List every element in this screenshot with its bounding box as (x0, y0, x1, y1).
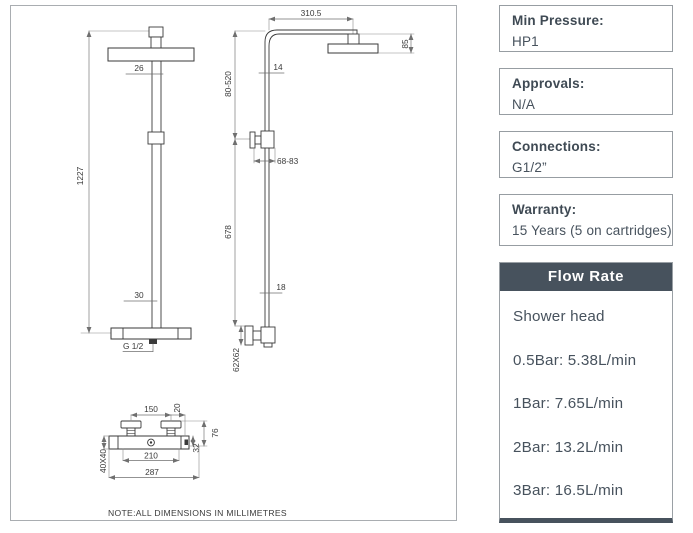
dim-lower-pipe: 30 (134, 290, 144, 300)
front-valve-outlet (149, 339, 157, 344)
dim-upper-pipe: 26 (134, 63, 144, 73)
dim-lower-pipe: 18 (276, 282, 286, 292)
valve-body (108, 435, 190, 450)
flow-rate-row-shower-head: Shower head (513, 308, 605, 325)
flow-rate-row-1bar: 1Bar: 7.65L/min (513, 395, 624, 412)
dim-body-offset: 32 (191, 443, 201, 453)
valve-right-handle (160, 420, 182, 437)
flow-rate-row-2bar: 2Bar: 13.2L/min (513, 438, 624, 456)
flow-rate-panel: Flow Rate Shower head 0.5Bar: 5.38L/min … (499, 262, 673, 523)
technical-drawing-panel: 1227 26 30 (10, 5, 457, 521)
valve-side-port (184, 439, 188, 445)
front-top-connector (148, 26, 164, 38)
flow-rate-title: Flow Rate (500, 263, 672, 291)
spec-label: Connections: (512, 139, 601, 154)
flow-rate-row-05bar: 0.5Bar: 5.38L/min (513, 351, 637, 369)
dim-lower-height: 678 (223, 225, 233, 239)
side-shower-head (327, 43, 379, 54)
dim-arm-pipe: 14 (273, 62, 283, 72)
spec-label: Warranty: (512, 202, 577, 217)
spec-column: Min Pressure: HP1 Approvals: N/A Connect… (499, 5, 673, 523)
dim-overall-width: 287 (145, 467, 159, 477)
dim-inlet-spacing: 210 (144, 451, 158, 461)
dim-elbow-plate: 62X62 (231, 348, 241, 372)
dim-head-drop: 85 (400, 39, 410, 49)
dim-upper-adjust: 80-520 (223, 71, 233, 97)
flow-rate-body: Shower head 0.5Bar: 5.38L/min 1Bar: 7.65… (500, 291, 672, 518)
dim-handle-spacing: 150 (144, 404, 158, 414)
valve-left-handle (120, 420, 142, 437)
front-valve-body (110, 327, 192, 344)
spec-value: HP1 (512, 34, 539, 49)
spec-value: 15 Years (5 on cartridges) (512, 223, 672, 238)
side-wall-elbow (244, 325, 276, 348)
valve-view: 150 20 76 32 40X40 210 (98, 403, 220, 480)
front-riser-pipe (147, 60, 165, 329)
front-view: 1227 26 30 (75, 26, 195, 352)
front-shower-head (107, 47, 195, 62)
flow-rate-row-3bar: 3Bar: 16.5L/min (513, 482, 624, 499)
dim-overall-height: 1227 (75, 166, 85, 185)
spec-box-min-pressure: Min Pressure: HP1 (499, 5, 673, 52)
spec-value: G1/2” (512, 160, 547, 175)
drawing-note: NOTE:ALL DIMENSIONS IN MILLIMETRES (108, 508, 287, 518)
technical-drawing: 1227 26 30 (75, 8, 415, 518)
dim-outlet-thread: G 1/2 (123, 341, 144, 351)
spec-box-warranty: Warranty: 15 Years (5 on cartridges) (499, 194, 673, 246)
dim-handle-offset: 20 (172, 403, 182, 413)
dim-handle-height: 76 (210, 428, 220, 438)
dim-arm-reach: 310.5 (301, 8, 322, 18)
spec-box-connections: Connections: G1/2” (499, 131, 673, 178)
side-head-connector (347, 33, 360, 45)
spec-label: Approvals: (512, 76, 585, 91)
dim-wall-bracket: 68-83 (277, 156, 299, 166)
front-pipe-joint (147, 131, 165, 145)
side-wall-bracket (249, 130, 275, 149)
dim-body-section: 40X40 (98, 449, 108, 473)
spec-label: Min Pressure: (512, 13, 604, 28)
spec-value: N/A (512, 97, 536, 112)
side-view: 310.5 85 14 (223, 8, 415, 372)
spec-box-approvals: Approvals: N/A (499, 68, 673, 115)
